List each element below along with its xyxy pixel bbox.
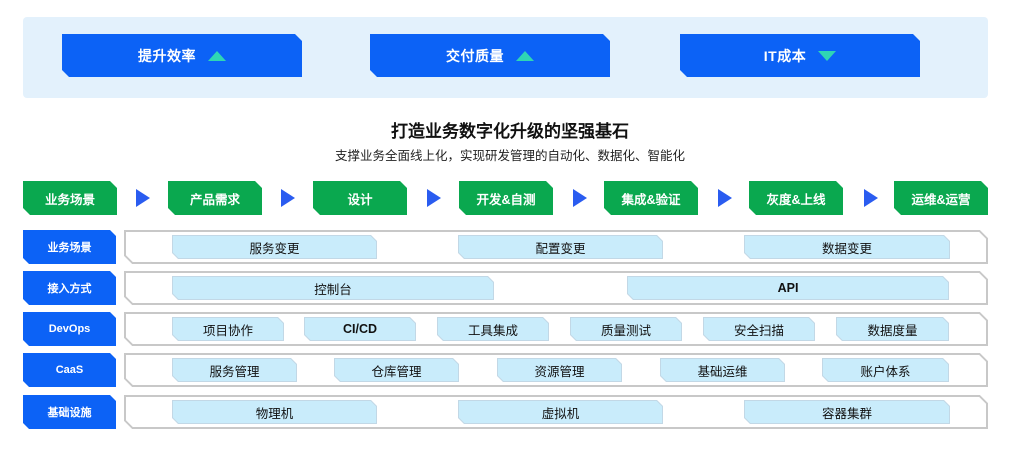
chip-label: 基础运维 <box>661 359 784 381</box>
flow-arrow-icon <box>864 189 878 207</box>
layer-row-devops: 项目协作 CI/CD 工具集成 质量测试 安全扫描 数据度量 <box>124 312 988 346</box>
chip-label: CI/CD <box>305 318 415 340</box>
layer-chip[interactable]: 项目协作 <box>172 317 284 341</box>
flow-step-design[interactable]: 设计 <box>313 181 407 215</box>
layer-label-devops: DevOps <box>23 312 116 346</box>
flow-arrow-icon <box>718 189 732 207</box>
chip-label: 数据变更 <box>745 236 949 258</box>
kpi-quality[interactable]: 交付质量 <box>370 34 610 77</box>
layer-chip[interactable]: 控制台 <box>172 276 494 300</box>
chip-label: 服务管理 <box>173 359 296 381</box>
trend-up-icon <box>516 51 534 61</box>
chip-label: 数据度量 <box>837 318 948 340</box>
chip-label: 安全扫描 <box>704 318 814 340</box>
trend-down-icon <box>818 51 836 61</box>
chip-label: 控制台 <box>173 277 493 299</box>
layer-chip[interactable]: 容器集群 <box>744 400 950 424</box>
chip-label: 项目协作 <box>173 318 283 340</box>
flow-arrow-icon <box>281 189 295 207</box>
layer-chip[interactable]: 安全扫描 <box>703 317 815 341</box>
layer-label-caas: CaaS <box>23 353 116 387</box>
flow-step-release[interactable]: 灰度&上线 <box>749 181 843 215</box>
trend-up-icon <box>208 51 226 61</box>
flow-arrow-icon <box>573 189 587 207</box>
flow-step-scenario[interactable]: 业务场景 <box>23 181 117 215</box>
chip-label: 工具集成 <box>438 318 548 340</box>
kpi-panel: 提升效率 交付质量 IT成本 <box>23 17 988 98</box>
layer-chip[interactable]: 质量测试 <box>570 317 682 341</box>
page-subtitle: 支撑业务全面线上化，实现研发管理的自动化、数据化、智能化 <box>334 149 685 163</box>
chip-label: 质量测试 <box>571 318 681 340</box>
kpi-label: IT成本 <box>763 47 807 64</box>
flow-step-integration[interactable]: 集成&验证 <box>604 181 698 215</box>
layer-chip[interactable]: 基础运维 <box>660 358 785 382</box>
layer-chip[interactable]: 物理机 <box>172 400 377 424</box>
layer-chip[interactable]: 配置变更 <box>458 235 663 259</box>
chip-label: 资源管理 <box>498 359 621 381</box>
layer-chip[interactable]: 服务变更 <box>172 235 377 259</box>
layer-chip[interactable]: 数据度量 <box>836 317 949 341</box>
page-title: 打造业务数字化升级的坚强基石 <box>391 122 629 141</box>
kpi-efficiency[interactable]: 提升效率 <box>62 34 302 77</box>
layer-chip[interactable]: 虚拟机 <box>458 400 663 424</box>
flow-arrow-icon <box>427 189 441 207</box>
flow-step-dev-test[interactable]: 开发&自测 <box>459 181 553 215</box>
chip-label: 服务变更 <box>173 236 376 258</box>
flow-step-requirement[interactable]: 产品需求 <box>168 181 262 215</box>
layer-row-caas: 服务管理 仓库管理 资源管理 基础运维 账户体系 <box>124 353 988 387</box>
kpi-label: 提升效率 <box>138 47 196 64</box>
layer-label-access: 接入方式 <box>23 271 116 305</box>
layer-chip[interactable]: 仓库管理 <box>334 358 459 382</box>
layer-chip[interactable]: 服务管理 <box>172 358 297 382</box>
flow-arrow-icon <box>136 189 150 207</box>
chip-label: API <box>628 277 948 299</box>
layer-chip[interactable]: 数据变更 <box>744 235 950 259</box>
kpi-label: 交付质量 <box>446 47 504 64</box>
layer-chip[interactable]: 资源管理 <box>497 358 622 382</box>
flow-step-operations[interactable]: 运维&运营 <box>894 181 988 215</box>
chip-label: 物理机 <box>173 401 376 423</box>
layer-chip[interactable]: 账户体系 <box>822 358 949 382</box>
chip-label: 虚拟机 <box>459 401 662 423</box>
layer-chip[interactable]: API <box>627 276 949 300</box>
chip-label: 仓库管理 <box>335 359 458 381</box>
layer-row-infrastructure: 物理机 虚拟机 容器集群 <box>124 395 988 429</box>
layer-label-business: 业务场景 <box>23 230 116 264</box>
layer-chip[interactable]: 工具集成 <box>437 317 549 341</box>
chip-label: 容器集群 <box>745 401 949 423</box>
kpi-it-cost[interactable]: IT成本 <box>680 34 920 77</box>
chip-label: 账户体系 <box>823 359 948 381</box>
layer-row-business: 服务变更 配置变更 数据变更 <box>124 230 988 264</box>
chip-label: 配置变更 <box>459 236 662 258</box>
layer-row-access: 控制台 API <box>124 271 988 305</box>
layer-label-infrastructure: 基础设施 <box>23 395 116 429</box>
layer-chip[interactable]: CI/CD <box>304 317 416 341</box>
